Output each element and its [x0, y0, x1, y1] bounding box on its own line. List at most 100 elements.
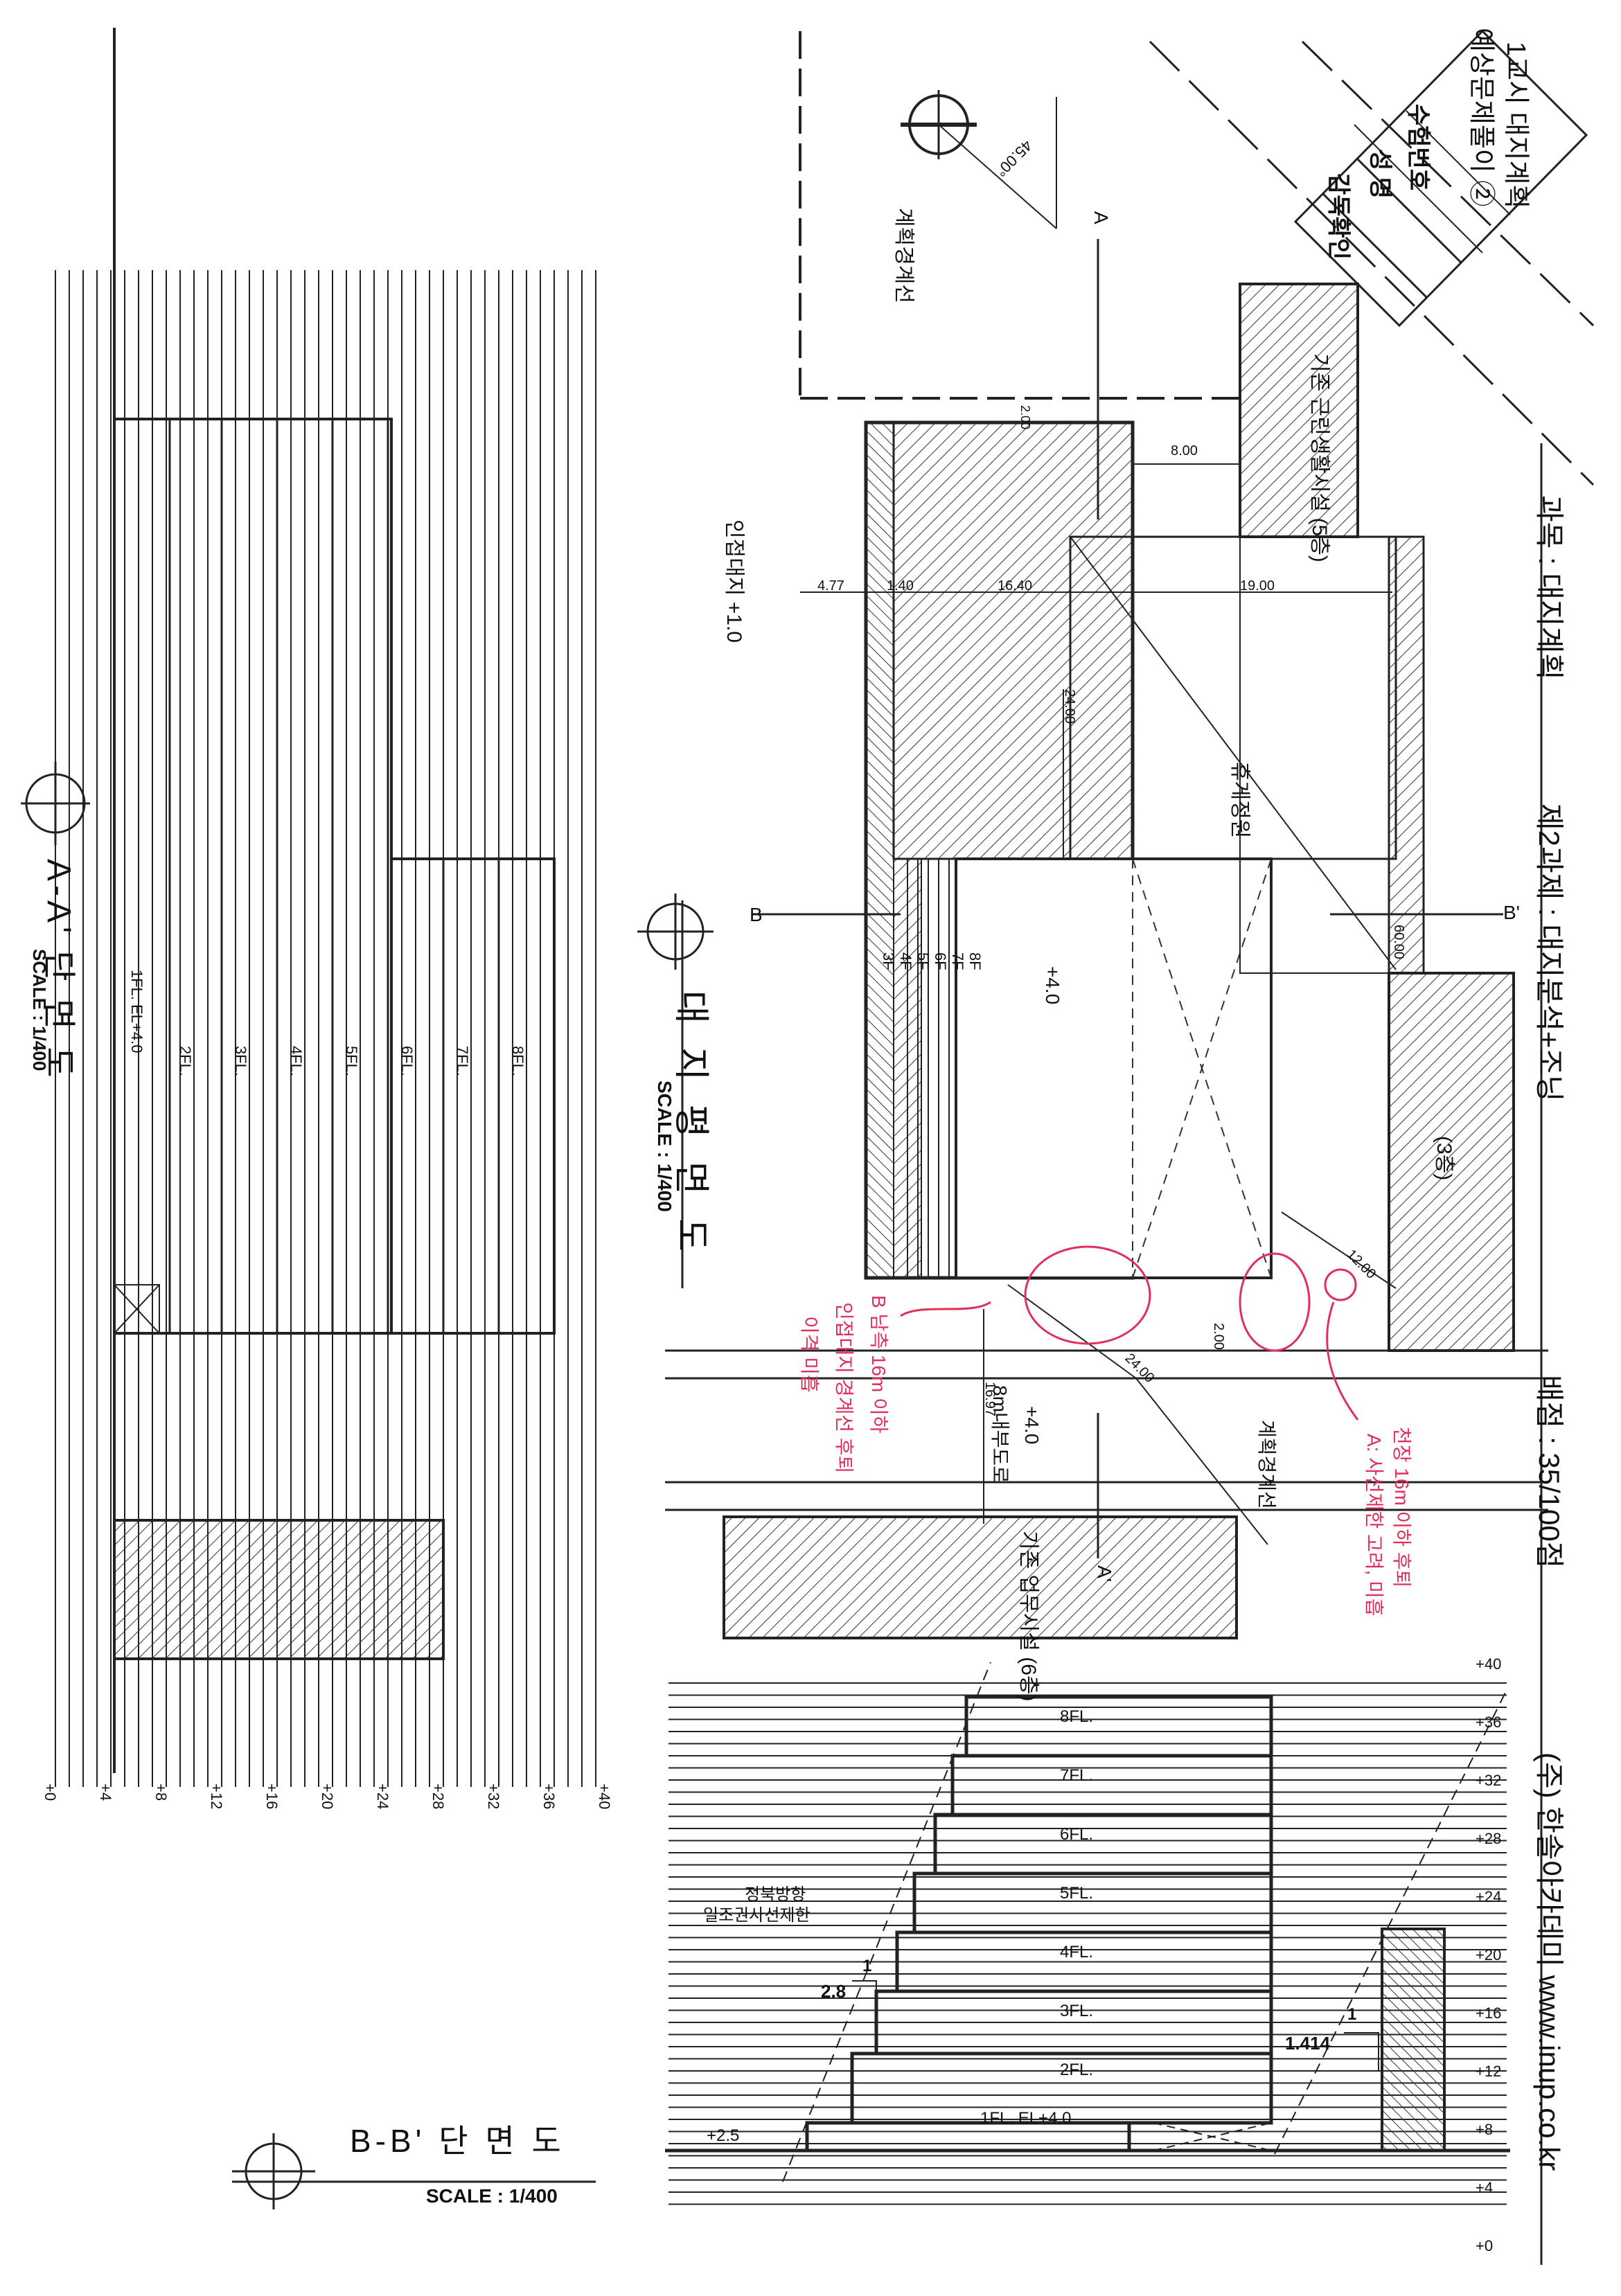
dim-2-b: 2.00 — [1211, 1323, 1226, 1350]
section-bb-level-label: +0 — [1476, 2237, 1494, 2254]
garden-label: 휴게정원 — [1228, 762, 1251, 839]
slope-left-run: 2.8 — [821, 1981, 847, 2002]
section-aa-floor-lines — [168, 419, 500, 1333]
plan-floor-8f: 8F — [966, 952, 984, 970]
header-title-box — [1293, 29, 1588, 328]
boundary-label-bottom: 계획경계선 — [1256, 1420, 1277, 1509]
dim-16-97: 16.97 — [982, 1382, 998, 1417]
section-aa-floor-label: 4FL. — [287, 1046, 305, 1077]
section-aa-floor-label: 8FL. — [509, 1046, 526, 1077]
table-row-supervisor: 감독확인 — [1325, 173, 1352, 260]
dim-16-40: 16.40 — [998, 578, 1033, 594]
plan-floor-6f: 6F — [932, 952, 949, 970]
score-label: 배점 : 35/100점 — [1533, 1375, 1566, 1569]
site-hatched-zone — [892, 421, 1134, 860]
section-aa-level-label: +0 — [42, 1783, 59, 1801]
site-plan-scale: SCALE : 1/400 — [654, 1080, 675, 1212]
subject-label: 과목 : 대지계획 — [1533, 495, 1566, 680]
plan-floor-3f: 3F — [880, 952, 897, 970]
annotation-a: A: 사선제한 고려, 미흡 — [1363, 1434, 1385, 1617]
section-bb-floor-label: 2FL. — [1060, 2061, 1094, 2079]
exam-title: 1교시 대지계획 — [1501, 42, 1530, 209]
slope-right-run: 1.414 — [1285, 2033, 1331, 2054]
section-bb-title: B-B' 단 면 도 — [350, 2123, 565, 2159]
section-aa-scale: SCALE : 1/400 — [29, 949, 50, 1071]
existing-office-label: 기존 업무시설 (6층) — [1017, 1531, 1040, 1702]
section-aa-adjacent-building — [113, 1519, 445, 1660]
plan-floor-7f: 7F — [949, 952, 966, 970]
dim-19: 19.00 — [1240, 578, 1275, 594]
section-aa-floor-label: 1FL. EL+4.0 — [128, 970, 145, 1053]
section-mark-a: A — [1090, 211, 1112, 224]
section-aa-floor-label: 5FL. — [343, 1046, 360, 1077]
plan-floor-5f: 5F — [914, 952, 932, 970]
slope-right-rise: 1 — [1347, 2005, 1357, 2024]
section-bb-level-label: +36 — [1476, 1714, 1502, 1731]
section-bb-level-label: +40 — [1476, 1655, 1502, 1673]
section-bb-level-label: +20 — [1476, 1946, 1502, 1964]
section-bb-level-label: +8 — [1476, 2121, 1494, 2138]
existing-building-5f — [1239, 283, 1359, 538]
table-row-exam-number: 수험번호 — [1405, 104, 1431, 191]
section-bb-level-label: +4 — [1476, 2179, 1494, 2196]
section-bb-floor-label: 8FL. — [1060, 1707, 1094, 1726]
section-bb-floor-label: 3FL. — [1060, 2002, 1094, 2020]
section-bb-ground-level: +2.5 — [707, 2126, 740, 2145]
site-plan-title: 대 지 평 면 도 — [671, 990, 711, 1258]
section-bb-floor-label: 5FL. — [1060, 1884, 1094, 1903]
dim-2: 2.00 — [1018, 405, 1032, 430]
existing-office-6f — [723, 1515, 1238, 1639]
section-bb-note-2: 일조권사선제한 — [703, 1906, 810, 1925]
section-aa-level-label: +8 — [152, 1783, 170, 1801]
annotation-b-3: 이격 미흡 — [799, 1316, 820, 1393]
section-bb-floor-label: 7FL. — [1060, 1766, 1094, 1785]
section-aa-level-label: +36 — [540, 1783, 558, 1810]
table-row-name: 성 명 — [1367, 149, 1393, 199]
section-bb-adjacent-building — [1381, 1928, 1446, 2152]
section-aa-building-upper — [390, 857, 556, 1335]
section-bb-level-label: +16 — [1476, 2004, 1502, 2022]
section-bb-level-label: +32 — [1476, 1772, 1502, 1789]
problem-label: 제2과제 : 대지분석+조닝 — [1533, 803, 1566, 1102]
site-plan-drawing — [637, 31, 1595, 1639]
section-mark-a-prime: A' — [1094, 1565, 1115, 1583]
section-bb-note-1: 정북방향 — [745, 1885, 806, 1904]
exam-subtitle: 예상문제풀이 ② — [1467, 28, 1496, 207]
section-bb-floor-label: 1FL. EL+4.0 — [980, 2109, 1072, 2128]
section-bb-level-label: +28 — [1476, 1830, 1502, 1847]
red-markup — [900, 1245, 1359, 1421]
section-aa-level-label: +16 — [263, 1783, 281, 1810]
existing-building-right-label: (3층) — [1433, 1136, 1455, 1181]
section-bb-floor-label: 6FL. — [1060, 1825, 1094, 1844]
section-aa-level-label: +12 — [208, 1783, 225, 1810]
section-bb-scale: SCALE : 1/400 — [426, 2185, 558, 2207]
annotation-b-2: 인접대지 경계선 후퇴 — [833, 1302, 855, 1474]
section-aa-level-label: +32 — [485, 1783, 502, 1810]
boundary-label-top: 계획경계선 — [892, 208, 915, 303]
section-aa-level-label: +4 — [97, 1783, 114, 1801]
dim-8: 8.00 — [1171, 443, 1198, 459]
section-aa-level-label: +20 — [319, 1783, 336, 1810]
section-aa-building-lower — [113, 418, 393, 1335]
dim-24-vert: 24.00 — [1062, 689, 1077, 724]
publisher-label: (주) 한솔아카데미 www.inup.co.kr — [1533, 1752, 1566, 2171]
section-aa-level-label: +40 — [596, 1783, 613, 1810]
plan-floor-4f: 4F — [897, 952, 914, 970]
annotation-b: B 남측 16m 이하 — [868, 1295, 889, 1434]
dim-1-40: 1.40 — [887, 578, 914, 594]
section-aa-floor-label: 6FL. — [398, 1046, 416, 1077]
adjacent-site-label: 인접대지 +1.0 — [723, 519, 745, 643]
section-bb-floor-label: 4FL. — [1060, 1943, 1094, 1961]
section-aa-floor-label: 2FL. — [177, 1046, 194, 1077]
annotation-a-2: 천장 16m 이하 후퇴 — [1391, 1427, 1412, 1588]
existing-building-top-label: 기존 근린생활시설 (5층) — [1308, 353, 1331, 562]
planned-building — [955, 857, 1273, 1279]
section-mark-b: B — [750, 904, 763, 925]
plan-floor-steps — [907, 859, 950, 1278]
section-bb-level-label: +24 — [1476, 1888, 1502, 1905]
section-bb-drawing — [232, 1662, 1510, 2209]
section-aa-level-label: +28 — [429, 1783, 447, 1810]
dim-60: 60.00 — [1391, 925, 1406, 960]
